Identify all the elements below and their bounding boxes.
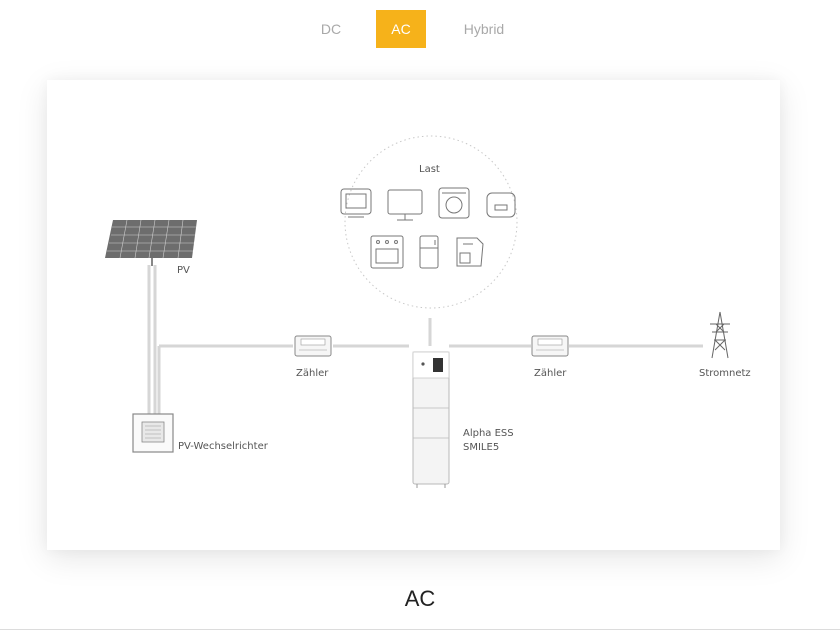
grid-label: Stromnetz bbox=[699, 368, 751, 379]
monitor-icon bbox=[387, 189, 423, 221]
diagram-card: Last bbox=[47, 80, 780, 550]
tab-dc[interactable]: DC bbox=[320, 21, 342, 37]
meter-right-icon bbox=[531, 335, 569, 357]
load-group: Last bbox=[340, 135, 518, 309]
pv-inverter-icon bbox=[132, 413, 174, 453]
tab-hybrid[interactable]: Hybrid bbox=[463, 21, 505, 37]
wiring bbox=[147, 265, 703, 414]
transmission-tower-icon bbox=[710, 311, 730, 359]
divider bbox=[0, 629, 840, 630]
fridge-icon bbox=[419, 235, 439, 269]
system-diagram: Last bbox=[105, 135, 751, 488]
meter-right-label: Zähler bbox=[534, 368, 567, 379]
pv-inverter-label: PV-Wechselrichter bbox=[178, 441, 269, 452]
washing-machine-icon bbox=[438, 187, 470, 219]
tab-bar: DC AC Hybrid bbox=[0, 10, 840, 48]
oven-icon bbox=[370, 235, 404, 269]
battery-label-line2: SMILE5 bbox=[463, 442, 499, 453]
battery-label-line1: Alpha ESS bbox=[463, 428, 514, 439]
load-label: Last bbox=[419, 164, 440, 175]
rice-cooker-icon bbox=[486, 192, 516, 218]
pv-label: PV bbox=[177, 265, 190, 276]
battery-storage-icon bbox=[412, 351, 450, 488]
coffee-machine-icon bbox=[456, 237, 484, 267]
solar-panel-icon bbox=[105, 219, 197, 266]
meter-left-icon bbox=[294, 335, 332, 357]
tv-icon bbox=[340, 188, 372, 218]
meter-left-label: Zähler bbox=[296, 368, 329, 379]
tab-ac[interactable]: AC bbox=[376, 10, 426, 48]
diagram-caption: AC bbox=[404, 586, 436, 611]
